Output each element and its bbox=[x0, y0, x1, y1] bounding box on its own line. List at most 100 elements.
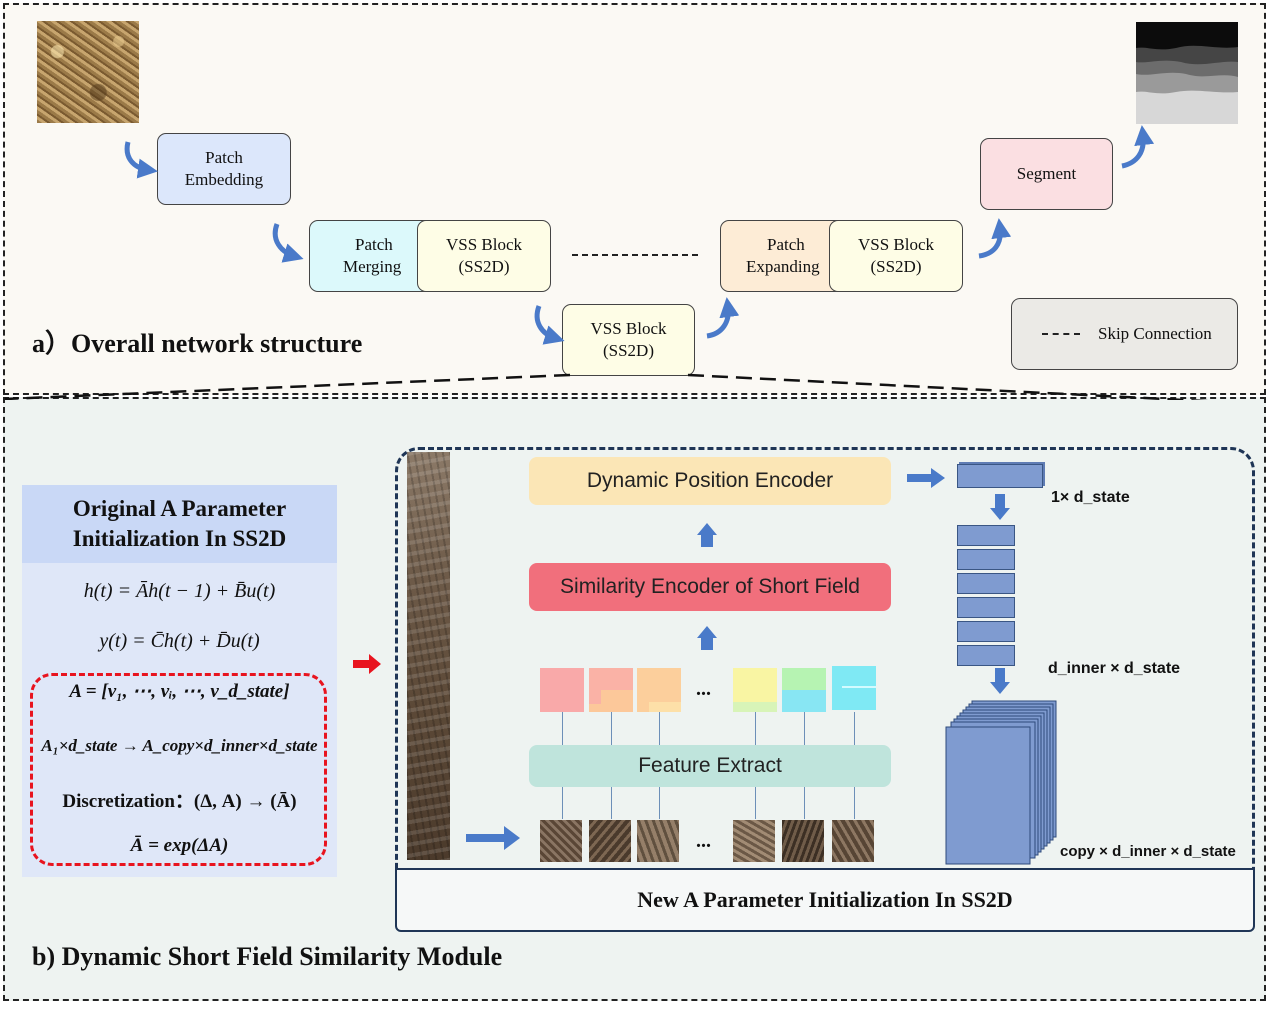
similarity-encoder-label: Similarity Encoder of Short Field bbox=[560, 575, 860, 598]
patch-expanding-block: Patch Expanding bbox=[720, 220, 845, 292]
a-parameter-dashed-region bbox=[30, 673, 327, 866]
state-vector-bar bbox=[957, 464, 1043, 488]
connector-5 bbox=[804, 787, 805, 819]
original-title-line-1: Original A Parameter bbox=[72, 496, 287, 521]
connector-6 bbox=[854, 787, 855, 819]
matrix-row-5 bbox=[957, 621, 1015, 642]
connector-1 bbox=[562, 787, 563, 819]
down-arrow-2 bbox=[990, 668, 1010, 694]
connector-4 bbox=[755, 787, 756, 819]
new-init-footer: New A Parameter Initialization In SS2D bbox=[395, 868, 1255, 932]
feature-patch-3 bbox=[637, 668, 681, 712]
up-arrow-1 bbox=[697, 626, 717, 650]
soil-patch-3 bbox=[637, 820, 679, 862]
segment-label: Segment bbox=[1016, 164, 1077, 183]
connector-10 bbox=[755, 712, 756, 745]
vss-block-encoder: VSS Block (SS2D) bbox=[417, 220, 551, 292]
zoom-line-left bbox=[4, 373, 571, 400]
curve-arrow-6 bbox=[1121, 125, 1155, 169]
feature-patch-2 bbox=[589, 668, 633, 712]
equation-state: h(t) = Āh(t − 1) + B̄u(t) bbox=[83, 580, 276, 602]
connector-11 bbox=[804, 712, 805, 745]
connector-2 bbox=[611, 787, 612, 819]
vss-dec-label-1: VSS Block bbox=[857, 235, 935, 254]
equation-a-copy: A₁×d_state → A_copy×d_inner×d_state bbox=[41, 736, 318, 755]
new-init-label: New A Parameter Initialization In SS2D bbox=[637, 887, 1013, 912]
connector-9 bbox=[659, 712, 660, 745]
input-soil-image bbox=[37, 21, 139, 123]
similarity-encoder-block: Similarity Encoder of Short Field bbox=[529, 563, 891, 611]
equation-output: y(t) = C̄h(t) + D̄u(t) bbox=[99, 630, 260, 652]
feature-patch-1 bbox=[540, 668, 584, 712]
vss-mid-label-1: VSS Block bbox=[590, 319, 667, 338]
legend-dash-sample bbox=[1042, 333, 1080, 335]
curve-arrow-2 bbox=[272, 223, 304, 263]
down-arrow-1 bbox=[990, 494, 1010, 520]
blue-arrow-to-patches bbox=[466, 826, 520, 850]
patch-expanding-label-1: Patch bbox=[767, 235, 805, 254]
original-params-header: Original A Parameter Initialization In S… bbox=[22, 485, 337, 563]
patch-merging-label-1: Patch bbox=[355, 235, 393, 254]
vss-block-bottleneck: VSS Block (SS2D) bbox=[562, 304, 695, 376]
section-b-title: b) Dynamic Short Field Similarity Module bbox=[32, 942, 503, 971]
vss-block-decoder: VSS Block (SS2D) bbox=[829, 220, 963, 292]
red-right-arrow bbox=[353, 654, 381, 674]
patch-merging-label-2: Merging bbox=[343, 257, 402, 276]
up-arrow-2 bbox=[697, 523, 717, 547]
connector-12 bbox=[854, 712, 855, 745]
patch-embedding-label-2: Embedding bbox=[184, 170, 264, 189]
matrix-row-2 bbox=[957, 549, 1015, 570]
connector-7 bbox=[562, 712, 563, 745]
original-title-line-2: Initialization In SS2D bbox=[72, 526, 287, 551]
matrix-row-1 bbox=[957, 525, 1015, 546]
section-a-arrows bbox=[4, 125, 1210, 400]
matrix-row-4 bbox=[957, 597, 1015, 618]
patch-merging-block: Patch Merging bbox=[309, 220, 433, 292]
feature-patch-5 bbox=[782, 668, 826, 712]
patch-embedding-label-1: Patch bbox=[205, 148, 243, 167]
vss-enc-label-1: VSS Block bbox=[445, 235, 523, 254]
curve-arrow-3 bbox=[534, 305, 565, 345]
soil-profile-strip bbox=[407, 452, 450, 860]
soil-patch-5 bbox=[782, 820, 824, 862]
feature-extract-block: Feature Extract bbox=[529, 745, 891, 787]
soil-patch-2 bbox=[589, 820, 631, 862]
matrix-row-6 bbox=[957, 645, 1015, 666]
dynamic-position-encoder-label: Dynamic Position Encoder bbox=[586, 469, 834, 492]
segment-block: Segment bbox=[980, 138, 1113, 210]
dim-label-3: copy × d_inner × d_state bbox=[1060, 843, 1236, 860]
soil-patch-6 bbox=[832, 820, 874, 862]
legend-label: Skip Connection bbox=[1098, 324, 1212, 343]
curve-arrow-1 bbox=[124, 141, 158, 179]
equation-a-vector: A = [v₁, ⋯, vᵢ, ⋯, v_d_state] bbox=[69, 681, 290, 702]
section-a-title: a）Overall network structure bbox=[32, 329, 363, 358]
dim-label-1: 1× d_state bbox=[1051, 489, 1130, 506]
patches-ellipsis: ... bbox=[696, 830, 711, 852]
soil-patch-4 bbox=[733, 820, 775, 862]
connector-3 bbox=[659, 787, 660, 819]
connector-8 bbox=[611, 712, 612, 745]
feature-patch-4 bbox=[733, 668, 777, 712]
matrix-row-3 bbox=[957, 573, 1015, 594]
patch-expanding-label-2: Expanding bbox=[746, 257, 820, 276]
skip-connection-line bbox=[572, 254, 698, 256]
soil-patch-1 bbox=[540, 820, 582, 862]
vss-enc-label-2: (SS2D) bbox=[458, 257, 510, 276]
equation-a-exp: Ā = exp(ΔA) bbox=[130, 835, 229, 856]
vss-mid-label-2: (SS2D) bbox=[602, 341, 654, 360]
equation-discretization: Discretization：(Δ, A) → (Ā) bbox=[62, 791, 297, 812]
skip-connection-legend: Skip Connection bbox=[1011, 298, 1238, 370]
feature-extract-label: Feature Extract bbox=[638, 754, 782, 777]
features-ellipsis: ... bbox=[696, 678, 711, 700]
dynamic-position-encoder-block: Dynamic Position Encoder bbox=[529, 457, 891, 505]
copied-tensor-stack bbox=[945, 700, 1057, 865]
curve-arrow-4 bbox=[706, 297, 740, 339]
vss-dec-label-2: (SS2D) bbox=[870, 257, 922, 276]
feature-patch-6 bbox=[832, 666, 876, 710]
output-segmentation-image bbox=[1136, 22, 1238, 124]
patch-embedding-block: Patch Embedding bbox=[157, 133, 291, 205]
curve-arrow-5 bbox=[978, 218, 1012, 259]
zoom-line-right bbox=[687, 373, 1210, 400]
right-arrow-dpe bbox=[907, 468, 945, 488]
dim-label-2: d_inner × d_state bbox=[1048, 660, 1181, 677]
